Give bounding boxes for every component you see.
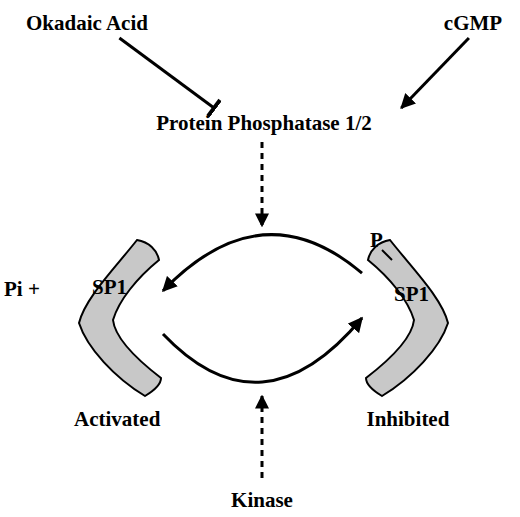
state-label: Inhibited <box>367 407 450 432</box>
protein-body <box>79 240 161 396</box>
state-label: Activated <box>74 407 160 432</box>
text-node: cGMP <box>432 8 514 38</box>
protein-label: SP1 <box>92 275 127 300</box>
state-label: Pi + <box>4 277 40 302</box>
phosphate-bond <box>382 250 392 260</box>
protein-outline <box>75 238 163 398</box>
regulation-arrow <box>119 38 214 108</box>
protein-label: P <box>370 228 383 253</box>
text-node: Kinase <box>212 486 312 514</box>
protein-shape: SP1 <box>75 238 163 398</box>
text-node: Okadaic Acid <box>6 8 168 38</box>
regulation-arrow <box>401 38 469 108</box>
protein-body <box>366 240 448 396</box>
node-label: cGMP <box>444 11 502 36</box>
protein-outline <box>362 238 452 398</box>
cycle-arrow <box>163 318 362 382</box>
dashed-arrow <box>261 396 264 478</box>
cycle-arrow <box>163 235 362 291</box>
text-node: Protein Phosphatase 1/2 <box>108 108 420 138</box>
protein-shape: PSP1 <box>362 238 452 398</box>
node-label: Kinase <box>231 488 293 513</box>
node-label: Protein Phosphatase 1/2 <box>156 111 371 136</box>
dashed-arrow <box>261 142 264 226</box>
node-label: Okadaic Acid <box>26 11 148 36</box>
protein-label: SP1 <box>394 282 429 307</box>
